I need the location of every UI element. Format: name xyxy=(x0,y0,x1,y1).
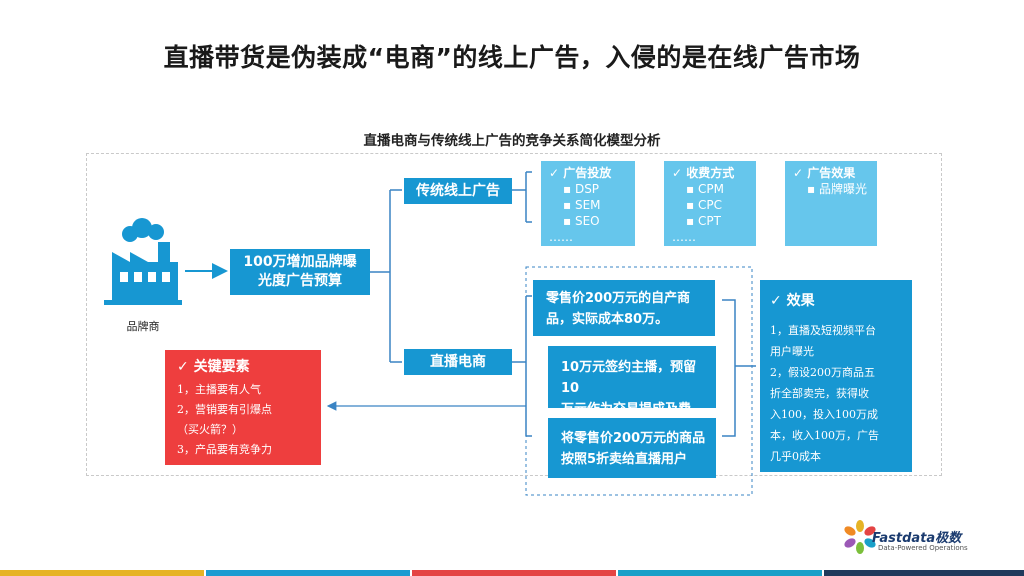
budget-bracket xyxy=(370,189,402,363)
step-text: 品，实际成本80万。 xyxy=(546,312,669,327)
list-item: ▪ DSP xyxy=(563,182,600,196)
effect-line: 1，直播及短视频平台 xyxy=(770,324,876,337)
budget-box: 100万增加品牌曝 光度广告预算 xyxy=(230,249,370,295)
effect-line: 本，收入100万，广告 xyxy=(770,429,879,442)
key-factors-header: ✓ 关键要素 xyxy=(177,359,250,375)
key-factors-box: ✓ 关键要素 1，主播要有人气 2，营销要有引爆点 （买火箭？） 3，产品要有竞… xyxy=(165,350,321,465)
diagram-frame xyxy=(86,153,942,476)
list-item: ▪ SEO xyxy=(563,214,600,228)
live-step-2: 10万元签约主播，预留10 万元作为交易提成及费用。 xyxy=(548,346,716,438)
effect-line: 几乎0成本 xyxy=(770,450,821,463)
effect-header: ✓ 效果 xyxy=(770,293,815,309)
list-item: ▪ 品牌曝光 xyxy=(807,182,867,196)
charging-method-header: ✓ 收费方式 xyxy=(672,166,735,180)
step-text: 10万元签约主播，预留10 xyxy=(561,360,697,396)
ad-delivery-header: ✓ 广告投放 xyxy=(549,166,612,180)
ad-delivery-box: ✓ 广告投放 ▪ DSP ▪ SEM ▪ SEO …… xyxy=(541,161,635,246)
step-text: 零售价200万元的自产商 xyxy=(546,291,691,306)
footer-stripe xyxy=(0,570,204,576)
key-line: （买火箭？） xyxy=(177,423,243,436)
step-text: 将零售价200万元的商品 xyxy=(561,431,706,446)
ad-effect-box: ✓ 广告效果 ▪ 品牌曝光 xyxy=(785,161,877,246)
page-title: 直播带货是伪装成“电商”的线上广告，入侵的是在线广告市场 xyxy=(163,43,861,72)
live-step-1: 零售价200万元的自产商 品，实际成本80万。 xyxy=(533,280,715,336)
ad-effect-header: ✓ 广告效果 xyxy=(793,166,856,180)
live-group-frame xyxy=(525,266,753,496)
factory-icon xyxy=(104,218,182,305)
step-text: 按照5折卖给直播用户 xyxy=(561,452,688,467)
traditional-ads-label: 传统线上广告 xyxy=(404,178,512,204)
live-bracket xyxy=(512,295,532,437)
footer-stripe xyxy=(206,570,410,576)
fastdata-logo-text: Fastdata极数 xyxy=(872,531,962,546)
live-commerce-label: 直播电商 xyxy=(404,349,512,375)
key-line: 1，主播要有人气 xyxy=(177,383,261,396)
budget-line2: 光度广告预算 xyxy=(258,273,342,289)
effect-line: 2，假设200万商品五 xyxy=(770,366,875,379)
list-item: ▪ CPM xyxy=(686,182,724,196)
traditional-bracket xyxy=(512,171,532,223)
footer-stripe xyxy=(824,570,1024,576)
effect-line: 折全部卖完，获得收 xyxy=(770,387,869,400)
fastdata-tagline: Data-Powered Operations xyxy=(878,544,968,552)
effect-box: ✓ 效果 1，直播及短视频平台 用户曝光 2，假设200万商品五 折全部卖完，获… xyxy=(760,280,912,472)
more-ellipsis: …… xyxy=(672,230,696,244)
effect-line: 用户曝光 xyxy=(770,345,814,358)
budget-line1: 100万增加品牌曝 xyxy=(243,254,357,270)
charging-method-box: ✓ 收费方式 ▪ CPM ▪ CPC ▪ CPT …… xyxy=(664,161,756,246)
footer-stripe xyxy=(618,570,822,576)
live-step-3: 将零售价200万元的商品 按照5折卖给直播用户 xyxy=(548,418,716,478)
footer-stripe xyxy=(412,570,616,576)
diagram-title: 直播电商与传统线上广告的竞争关系简化模型分析 xyxy=(363,133,661,149)
list-item: ▪ CPC xyxy=(686,198,722,212)
brand-label: 品牌商 xyxy=(126,320,160,333)
key-line: 3，产品要有竞争力 xyxy=(177,443,272,456)
fastdata-logo-icon xyxy=(844,520,876,554)
effect-line: 入100，投入100万成 xyxy=(770,408,878,421)
key-line: 2，营销要有引爆点 xyxy=(177,403,272,416)
effect-bracket xyxy=(722,299,756,437)
list-item: ▪ CPT xyxy=(686,214,721,228)
more-ellipsis: …… xyxy=(549,230,573,244)
list-item: ▪ SEM xyxy=(563,198,601,212)
